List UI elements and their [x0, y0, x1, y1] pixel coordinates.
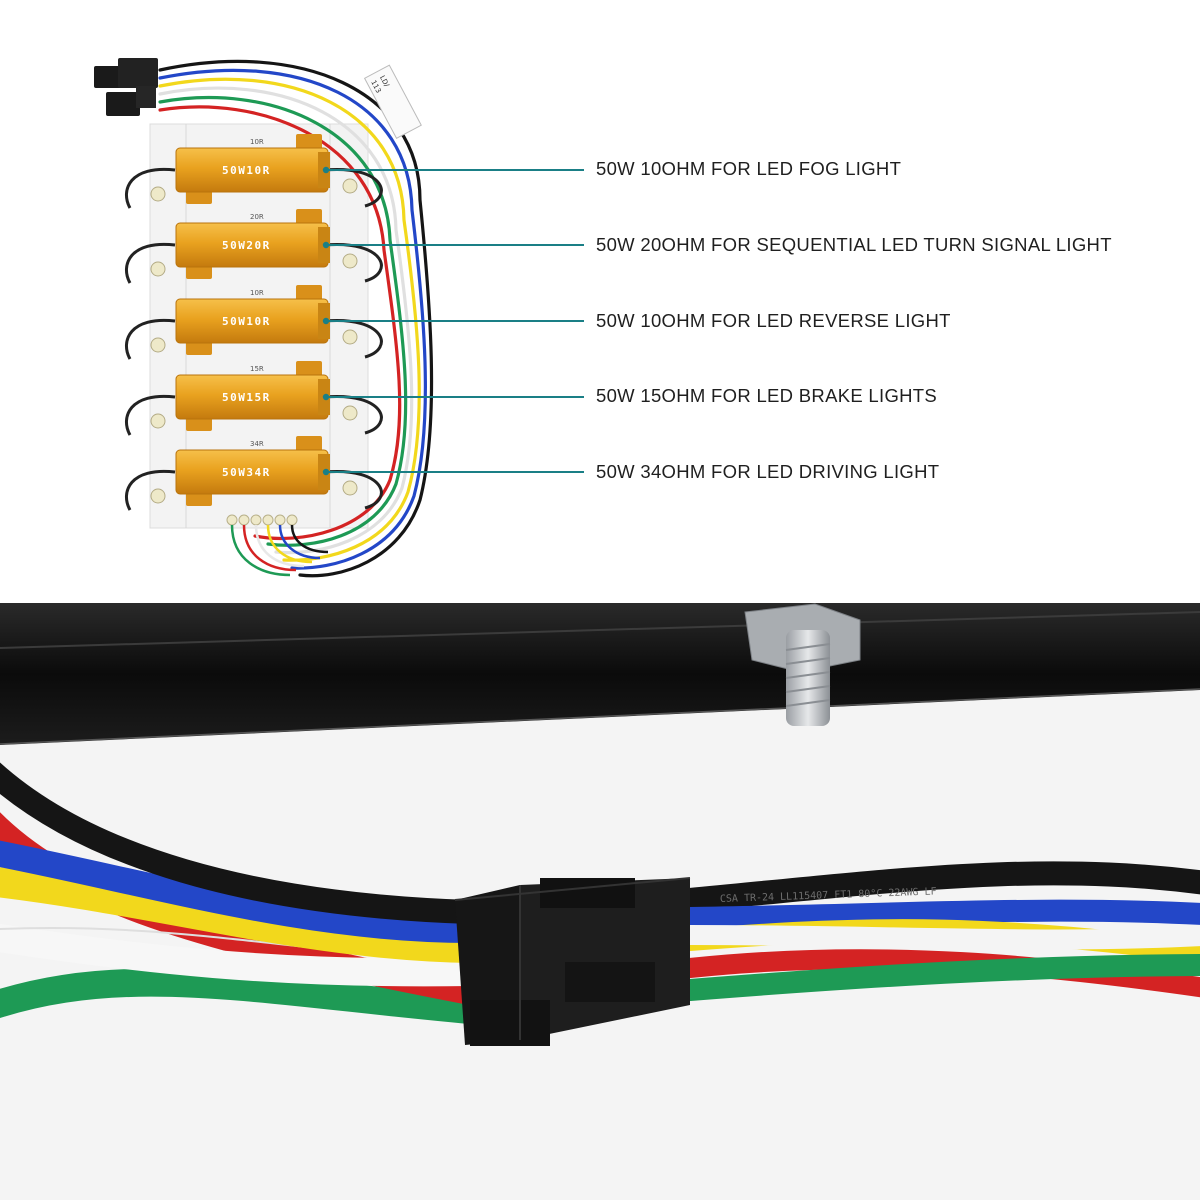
resistor-label: 50W15R: [222, 391, 271, 404]
callout-label-reverse-light: 50W 10OHM FOR LED REVERSE LIGHT: [596, 310, 951, 331]
callout-label-turn-signal: 50W 20OHM FOR SEQUENTIAL LED TURN SIGNAL…: [596, 234, 1112, 255]
mount-tab: [296, 209, 322, 225]
lead-wire-left: [125, 318, 176, 360]
board-mark: 10R: [250, 289, 264, 297]
board-mark: 15R: [250, 365, 264, 373]
board-mark: 20R: [250, 213, 264, 221]
resistor-stack: 10R 50W10R 20R 50W20R 10R 50W10R 15R 50W15R 34R 5…: [125, 134, 383, 511]
callout-label-fog-light: 50W 10OHM FOR LED FOG LIGHT: [596, 158, 902, 179]
resistor-1: 10R 50W10R: [125, 134, 383, 209]
connector-closeup-panel: CSA TR-24 LL115407 FT1 80°C 22AWG LF: [0, 603, 1200, 1200]
resistor-2: 20R 50W20R: [125, 209, 383, 284]
terminal-icon: [150, 186, 166, 202]
lead-wire-left: [125, 469, 176, 511]
resistor-label: 50W10R: [222, 164, 271, 177]
mount-tab: [296, 436, 322, 452]
wire-label-tag: LD/ 113: [363, 64, 422, 140]
terminal-icon: [342, 480, 358, 496]
resistor-label: 50W34R: [222, 466, 271, 479]
callout-lines: [322, 166, 584, 476]
callout-label-brake-lights: 50W 15OHM FOR LED BRAKE LIGHTS: [596, 385, 938, 406]
terminal-icon: [342, 178, 358, 194]
terminal-icon: [150, 261, 166, 277]
board-mark: 34R: [250, 440, 264, 448]
connector-housing-icon: [454, 877, 691, 1046]
resistor-5: 34R 50W34R: [125, 436, 383, 511]
lead-wire-left: [125, 394, 176, 436]
terminal-icon: [150, 413, 166, 429]
terminal-icon: [342, 405, 358, 421]
bottom-wire-bundle: [230, 524, 329, 577]
terminal-icon: [342, 253, 358, 269]
mount-tab: [296, 361, 322, 377]
lead-wire-left: [125, 167, 176, 209]
terminal-icon: [150, 488, 166, 504]
board-mark: 10R: [250, 138, 264, 146]
wire-harness: [0, 762, 1200, 1024]
terminal-icon: [150, 337, 166, 353]
terminal-icon: [342, 329, 358, 345]
terminal-strip: [226, 514, 298, 526]
resistor-kit-panel: LD/ 113 10R 50W10R 20R 50W20R 10R 50W10R 15R 50…: [94, 58, 584, 578]
resistor-label: 50W20R: [222, 239, 271, 252]
resistor-3: 10R 50W10R: [125, 285, 383, 360]
resistor-4: 15R 50W15R: [125, 361, 383, 436]
mount-tab: [296, 285, 322, 301]
bolt-icon: [744, 603, 861, 726]
wire-loom: [158, 59, 434, 578]
resistor-label: 50W10R: [222, 315, 271, 328]
callout-label-driving-light: 50W 34OHM FOR LED DRIVING LIGHT: [596, 461, 940, 482]
lead-wire-left: [125, 242, 176, 284]
connector-plug-icon: [94, 58, 158, 116]
mount-tab: [296, 134, 322, 150]
